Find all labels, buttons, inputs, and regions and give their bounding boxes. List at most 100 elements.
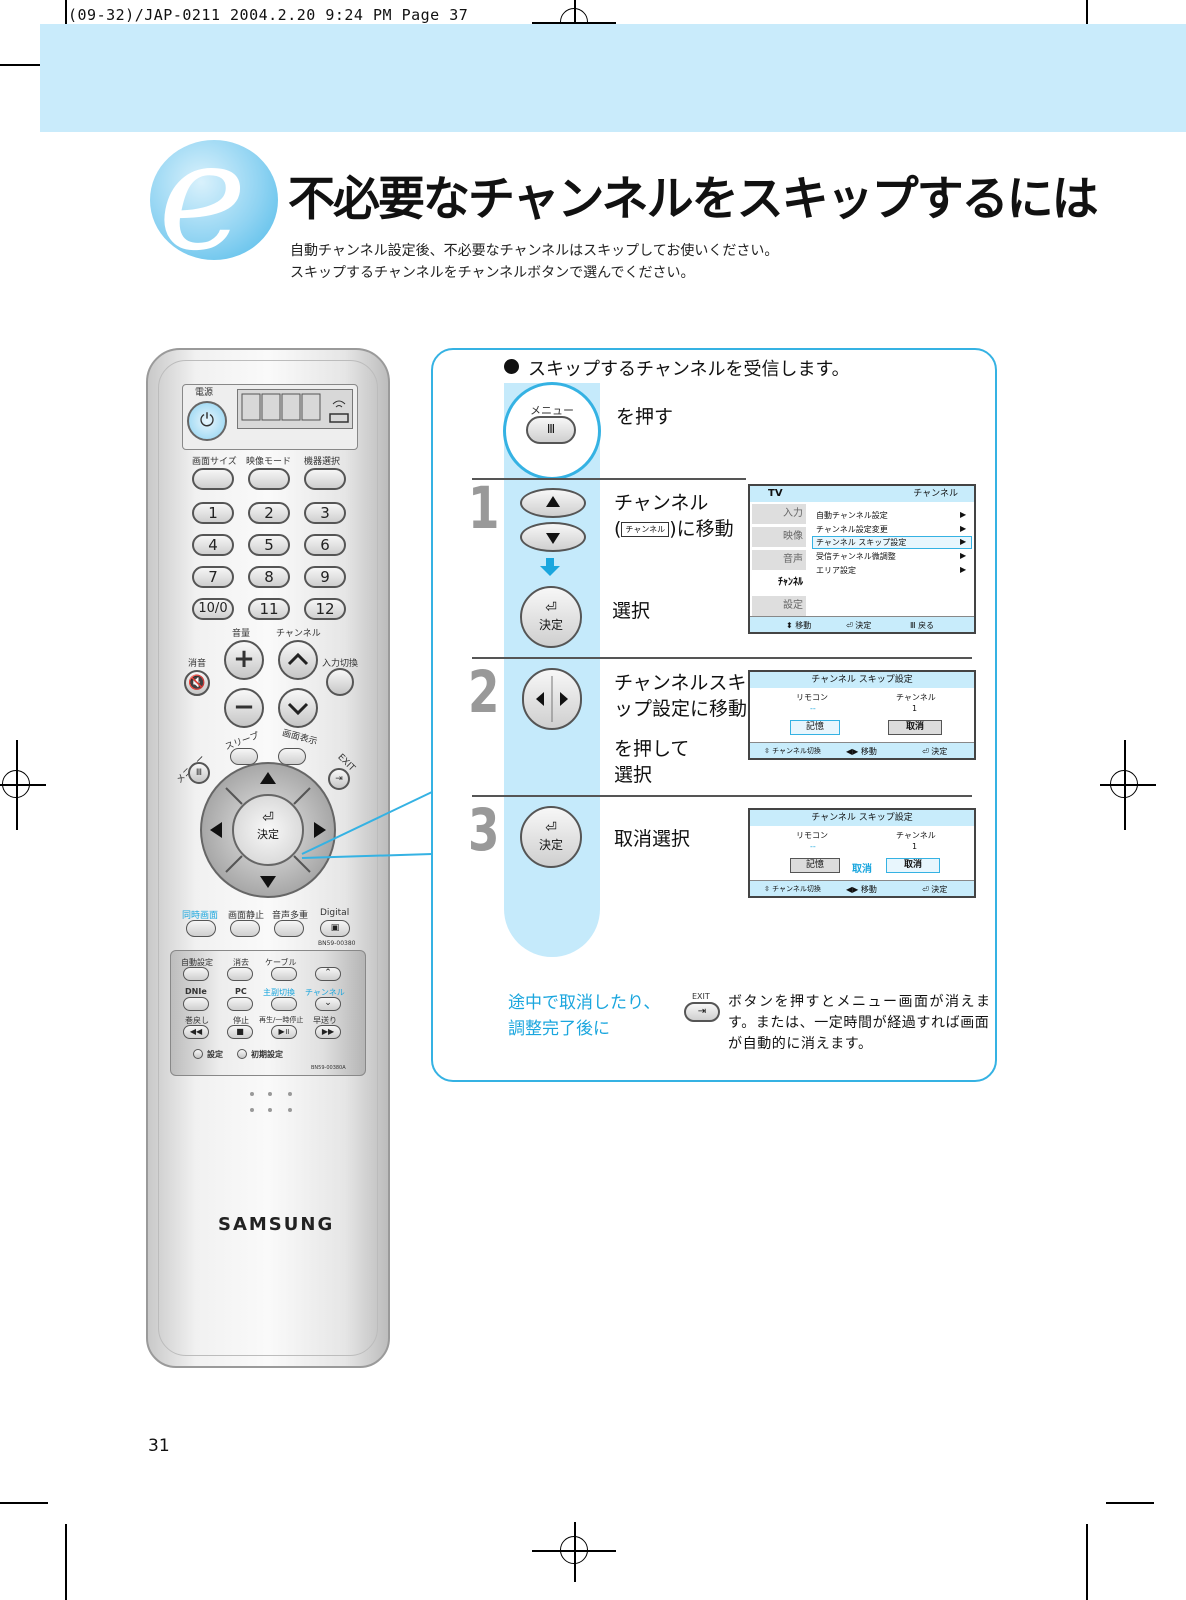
pip-button[interactable] [186,920,216,937]
channel-up-button[interactable] [278,640,318,680]
osd2-val2: 1 [912,704,918,713]
rewind-label: 巻戻し [185,1016,209,1025]
crop-mark [1086,1524,1088,1600]
number-button-1[interactable]: 1 [192,502,234,524]
menu-button[interactable]: Ⅲ [526,416,576,444]
number-button-12[interactable]: 12 [304,598,346,620]
enter-label-step1: 決定 [538,618,563,632]
fast-forward-button[interactable]: ▶▶ [315,1025,341,1039]
digital-button[interactable]: ▣ [320,920,350,937]
cable-label: ケーブル [265,958,297,967]
instruction-panel [431,348,997,1082]
audio-button[interactable] [274,920,304,937]
intro-bullet: スキップするチャンネルを受信します。 [528,359,850,380]
number-button-9[interactable]: 9 [304,566,346,588]
osd-skip-setting-2: チャンネル スキップ設定 リモコン チャンネル -- 1 記憶 取消 取消 ⇳ … [748,808,976,898]
osd3-footer: ⇳ チャンネル切換 ◀▶ 移動 ⏎ 決定 [750,880,974,896]
exit-button-remote[interactable]: ⇥ [328,768,350,790]
menu-button-remote[interactable]: Ⅲ [188,762,210,784]
osd2-cancel-button: 取消 [888,720,942,735]
number-button-11[interactable]: 11 [248,598,290,620]
enter-button-remote[interactable]: ⏎ 決定 [232,794,304,866]
channel-up-pill[interactable] [520,488,586,518]
channel-down-pill[interactable] [520,522,586,552]
osd1-arrow: ▶ [960,510,967,519]
step1-line1: チャンネル [614,492,709,514]
number-button-2[interactable]: 2 [248,502,290,524]
channel-down-button[interactable] [278,688,318,728]
setup-button[interactable] [193,1049,203,1059]
digital-label: Digital [320,908,350,918]
enter-button-step1[interactable]: ⏎ 決定 [520,586,582,648]
callout-lines [301,791,433,859]
osd3-col2: チャンネル [896,831,936,840]
enter-label-remote: 決定 [257,828,279,841]
left-right-pill[interactable] [522,668,582,730]
number-button-5[interactable]: 5 [248,534,290,556]
osd1-footer-back: Ⅲ 戻る [910,621,935,630]
volume-up-button[interactable]: + [224,640,264,680]
osd2-memory-button: 記憶 [790,720,840,735]
channel-down-small-button[interactable]: ⌄ [315,997,341,1011]
dpad-up-button[interactable] [252,768,284,788]
main-sub-button[interactable] [271,997,297,1011]
volume-down-button[interactable]: − [224,688,264,728]
speaker-hole [250,1092,254,1096]
header-band [40,24,1186,132]
registration-mark [0,784,46,786]
erase-label: 消去 [233,958,249,967]
channel-up-small-button[interactable]: ⌃ [315,967,341,981]
pip-label: 同時画面 [182,911,219,921]
cable-button[interactable] [271,967,297,981]
number-button-8[interactable]: 8 [248,566,290,588]
reset-button[interactable] [237,1049,247,1059]
osd3-title: チャンネル スキップ設定 [750,810,974,826]
erase-button[interactable] [227,967,253,981]
auto-setup-button[interactable] [183,967,209,981]
crop-mark [1106,1502,1154,1504]
osd3-footer-move: ◀▶ 移動 [846,885,877,894]
mute-button[interactable]: 🔇 [184,670,210,696]
speaker-hole [288,1092,292,1096]
ff-label: 早送り [313,1016,337,1025]
pc-button[interactable] [227,997,253,1011]
osd3-cancel-button: 取消 [886,858,940,873]
play-pause-button[interactable]: ▶॥ [271,1025,297,1039]
number-button-7[interactable]: 7 [192,566,234,588]
dnie-label: DNIe [185,987,207,996]
power-button[interactable]: ⏻ [187,401,227,441]
display-button[interactable] [278,748,306,765]
osd1-item-finetune: 受信チャンネル微調整 [816,552,896,561]
separator [472,657,972,659]
osd1-side-picture: 映像 [752,527,806,547]
stop-button[interactable]: ■ [227,1025,253,1039]
step2-line1: チャンネルスキ [614,672,747,694]
freeze-button[interactable] [230,920,260,937]
device-select-button[interactable] [304,468,346,490]
number-button-10[interactable]: 10/0 [192,598,234,620]
step1-paren-open: ( [614,518,622,540]
number-button-4[interactable]: 4 [192,534,234,556]
enter-icon: ⏎ [545,820,557,836]
number-button-3[interactable]: 3 [304,502,346,524]
chevron-down-icon [287,702,309,716]
note-blue-line-2: 調整完了後に [508,1019,610,1039]
sleep-button[interactable] [230,748,258,765]
step2-line4: 選択 [614,764,653,786]
logo-letter: e [158,110,247,284]
screen-size-button[interactable] [192,468,234,490]
rewind-button[interactable]: ◀◀ [183,1025,209,1039]
label-screen-size: 画面サイズ [192,457,237,467]
input-button[interactable] [326,668,354,696]
number-button-6[interactable]: 6 [304,534,346,556]
picture-mode-button[interactable] [248,468,290,490]
remote-lower-panel: 自動設定 消去 ケーブル ⌃ DNIe PC 主副切換 チャンネル ⌄ 巻戻し … [170,950,366,1076]
separator [472,795,972,797]
enter-button-step3[interactable]: ⏎ 決定 [520,806,582,868]
exit-label-note: EXIT [692,992,710,1001]
exit-button-note[interactable]: ⇥ [684,1002,720,1022]
osd3-val2: 1 [912,842,918,851]
osd2-col2: チャンネル [896,693,936,702]
dnie-button[interactable] [183,997,209,1011]
channel-menu-icon: チャンネル [621,522,670,537]
